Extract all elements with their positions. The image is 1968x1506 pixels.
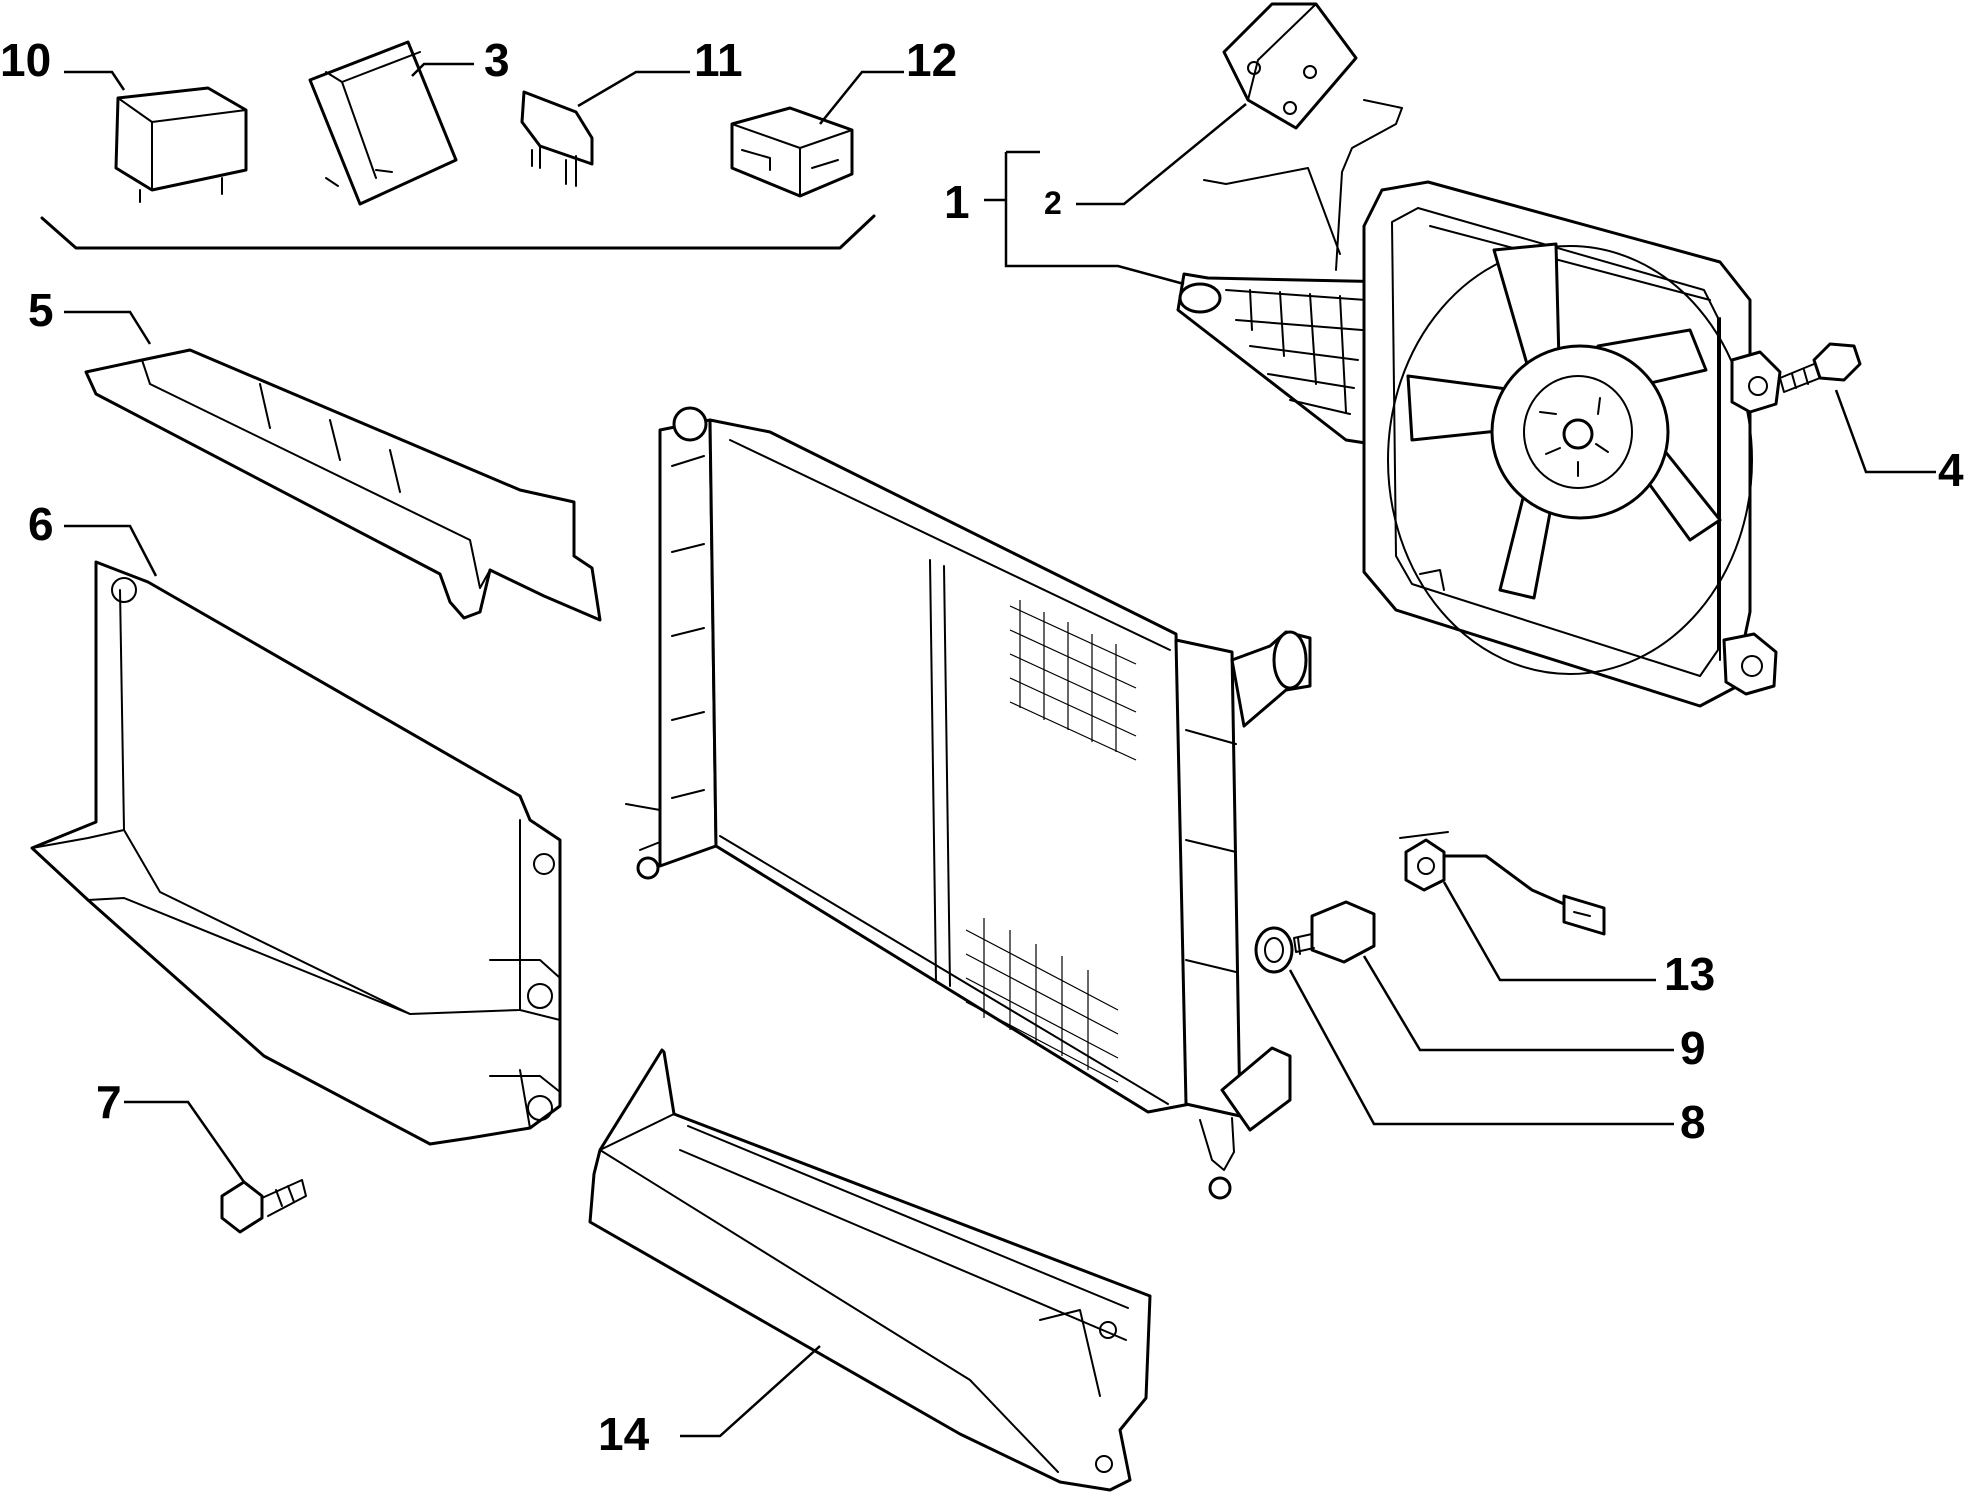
leader-13 xyxy=(1442,881,1656,982)
callout-1: 1 xyxy=(944,176,970,228)
fan-assembly xyxy=(1176,180,1782,708)
leader-1 xyxy=(984,150,1185,286)
switch-9 xyxy=(1293,900,1376,964)
relay-3 xyxy=(308,40,458,206)
leader-5 xyxy=(64,310,152,345)
leader-9 xyxy=(1362,955,1674,1052)
bolt-7 xyxy=(220,1179,307,1234)
radiator-mesh-lower xyxy=(965,918,1119,1083)
callout-4: 4 xyxy=(1938,444,1964,496)
leader-11 xyxy=(577,70,690,108)
callout-6: 6 xyxy=(28,498,54,550)
leader-10 xyxy=(64,70,126,91)
callout-2: 2 xyxy=(1044,185,1062,221)
sensor-13 xyxy=(1399,831,1606,936)
callout-5: 5 xyxy=(28,284,54,336)
resistor-2 xyxy=(1222,2,1358,130)
leader-7 xyxy=(124,1100,246,1183)
fuse-11 xyxy=(520,90,594,187)
relay-10 xyxy=(114,86,248,203)
leader-14 xyxy=(680,1345,821,1438)
leader-3 xyxy=(411,62,474,77)
leader-4 xyxy=(1834,389,1936,474)
leader-2 xyxy=(1076,103,1247,206)
callout-12: 12 xyxy=(906,34,957,86)
deflector-14 xyxy=(588,1048,1152,1492)
callout-10: 10 xyxy=(0,34,51,86)
fan-wire xyxy=(1203,99,1403,271)
callout-11: 11 xyxy=(694,34,743,86)
leader-12 xyxy=(819,70,904,125)
callout-9: 9 xyxy=(1680,1022,1706,1074)
leader-6 xyxy=(64,524,158,577)
leader-8 xyxy=(1288,969,1674,1126)
duct-6 xyxy=(30,560,562,1146)
connector-12 xyxy=(730,106,854,198)
bracket-top-group xyxy=(40,214,876,250)
callout-7: 7 xyxy=(96,1076,122,1128)
radiator xyxy=(625,406,1312,1200)
callout-3: 3 xyxy=(484,34,510,86)
bolt-4 xyxy=(1779,342,1862,393)
callout-8: 8 xyxy=(1680,1096,1706,1148)
callout-13: 13 xyxy=(1664,948,1715,1000)
radiator-mesh-upper xyxy=(1009,600,1137,761)
callout-14: 14 xyxy=(598,1408,650,1460)
baffle-5 xyxy=(84,348,602,622)
washer-8 xyxy=(1254,926,1294,974)
